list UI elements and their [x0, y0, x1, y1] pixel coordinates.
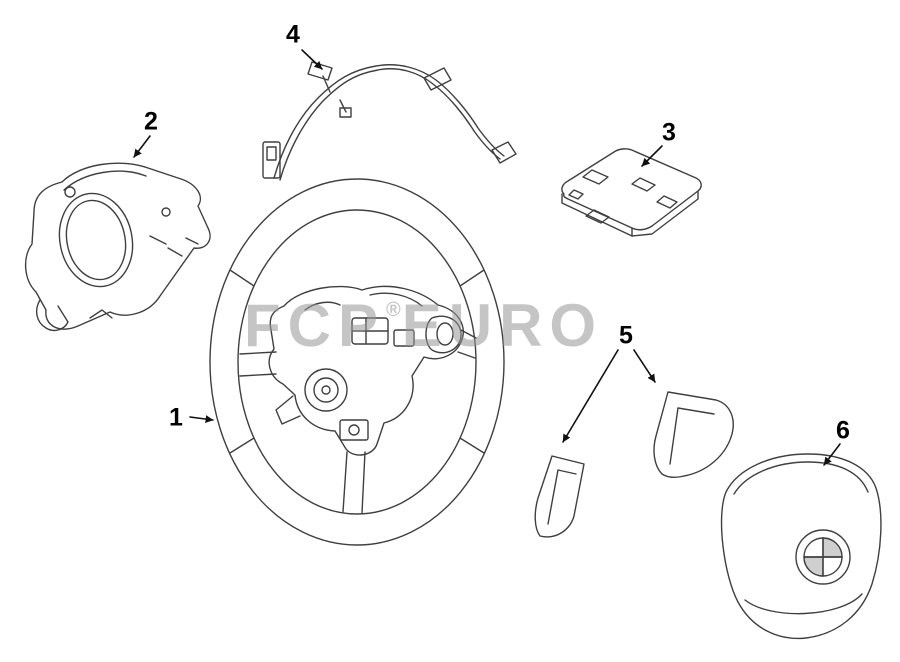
module-top-face: [561, 148, 702, 231]
harness-branch: [339, 99, 347, 113]
cover-opening: [58, 192, 134, 288]
airbag-inner-contour: [733, 461, 869, 495]
harness-clip: [339, 107, 352, 118]
airbag-outline: [720, 453, 882, 640]
hub-detail: [369, 292, 423, 307]
roundel-quadrant: [822, 537, 843, 558]
hub-boss-inner: [313, 377, 339, 403]
part-label-2: 2: [144, 107, 158, 136]
right-spoke-pod: [425, 315, 462, 354]
right-spoke: [457, 329, 477, 359]
lower-plate-hole: [348, 424, 360, 436]
cover-opening-inner: [65, 199, 127, 281]
bottom-spoke: [342, 451, 366, 514]
airbag-seam: [744, 593, 863, 615]
lower-plate: [339, 419, 369, 441]
leader-5b: [633, 349, 656, 383]
cover-hole: [161, 207, 171, 217]
cover-detail: [89, 309, 113, 319]
cover-outline: [25, 162, 211, 330]
cover-boot: [35, 299, 69, 332]
module-notch: [568, 189, 584, 200]
steering-wheel-drawing: [209, 178, 505, 546]
module-connector: [631, 177, 656, 192]
harness-strand: [273, 64, 505, 179]
cover-edge-line: [63, 170, 147, 191]
module-side-left: [561, 193, 633, 237]
control-module-drawing: [561, 148, 702, 237]
part-label-1: 1: [169, 403, 183, 432]
harness-connector: [423, 67, 452, 91]
switch-divider: [351, 317, 389, 345]
paddle-right-detail: [669, 407, 715, 465]
harness-connector: [262, 141, 281, 179]
leader-1: [189, 415, 214, 423]
wiring-harness-drawing: [262, 61, 517, 181]
leader-5a: [562, 349, 619, 443]
left-spoke: [239, 351, 277, 377]
module-side-right: [631, 190, 699, 237]
cover-hole: [64, 186, 76, 198]
paddle-left: [534, 455, 585, 538]
switch-small: [393, 329, 415, 347]
harness-connector: [491, 141, 517, 164]
hub-boss-dot: [321, 385, 331, 395]
harness-clip: [307, 61, 333, 81]
module-connector: [582, 169, 609, 185]
leader-2: [133, 135, 151, 158]
leader-4: [301, 49, 323, 70]
cover-hatching: [149, 235, 199, 257]
paddle-right: [653, 391, 734, 479]
part-label-6: 6: [836, 416, 850, 445]
hub-detail: [304, 301, 341, 311]
bmw-roundel-icon: [795, 529, 851, 585]
rim-tick: [229, 437, 255, 454]
roundel-quadrant: [803, 556, 824, 577]
right-pod-detail: [436, 322, 454, 346]
hub-boss: [304, 368, 348, 412]
module-connector: [585, 209, 610, 224]
left-bracket: [275, 395, 301, 425]
leader-3: [641, 145, 663, 167]
column-cover-drawing: [25, 162, 211, 332]
leader-6: [823, 443, 841, 466]
part-label-5: 5: [619, 321, 633, 350]
rim-tick: [229, 269, 255, 287]
leader-lines: [133, 49, 841, 466]
airbag-drawing: [720, 453, 882, 640]
rim-tick: [459, 437, 485, 454]
roundel-cross: [803, 537, 843, 577]
shift-paddles-drawing: [534, 391, 734, 538]
module-connector: [656, 195, 678, 209]
rim-tick: [459, 269, 485, 287]
harness-strand: [279, 68, 501, 181]
hub-outline: [268, 285, 464, 456]
part-label-4: 4: [286, 20, 300, 49]
paddle-left-detail: [547, 469, 577, 525]
harness-connector-detail: [266, 146, 277, 161]
part-label-3: 3: [662, 118, 676, 147]
